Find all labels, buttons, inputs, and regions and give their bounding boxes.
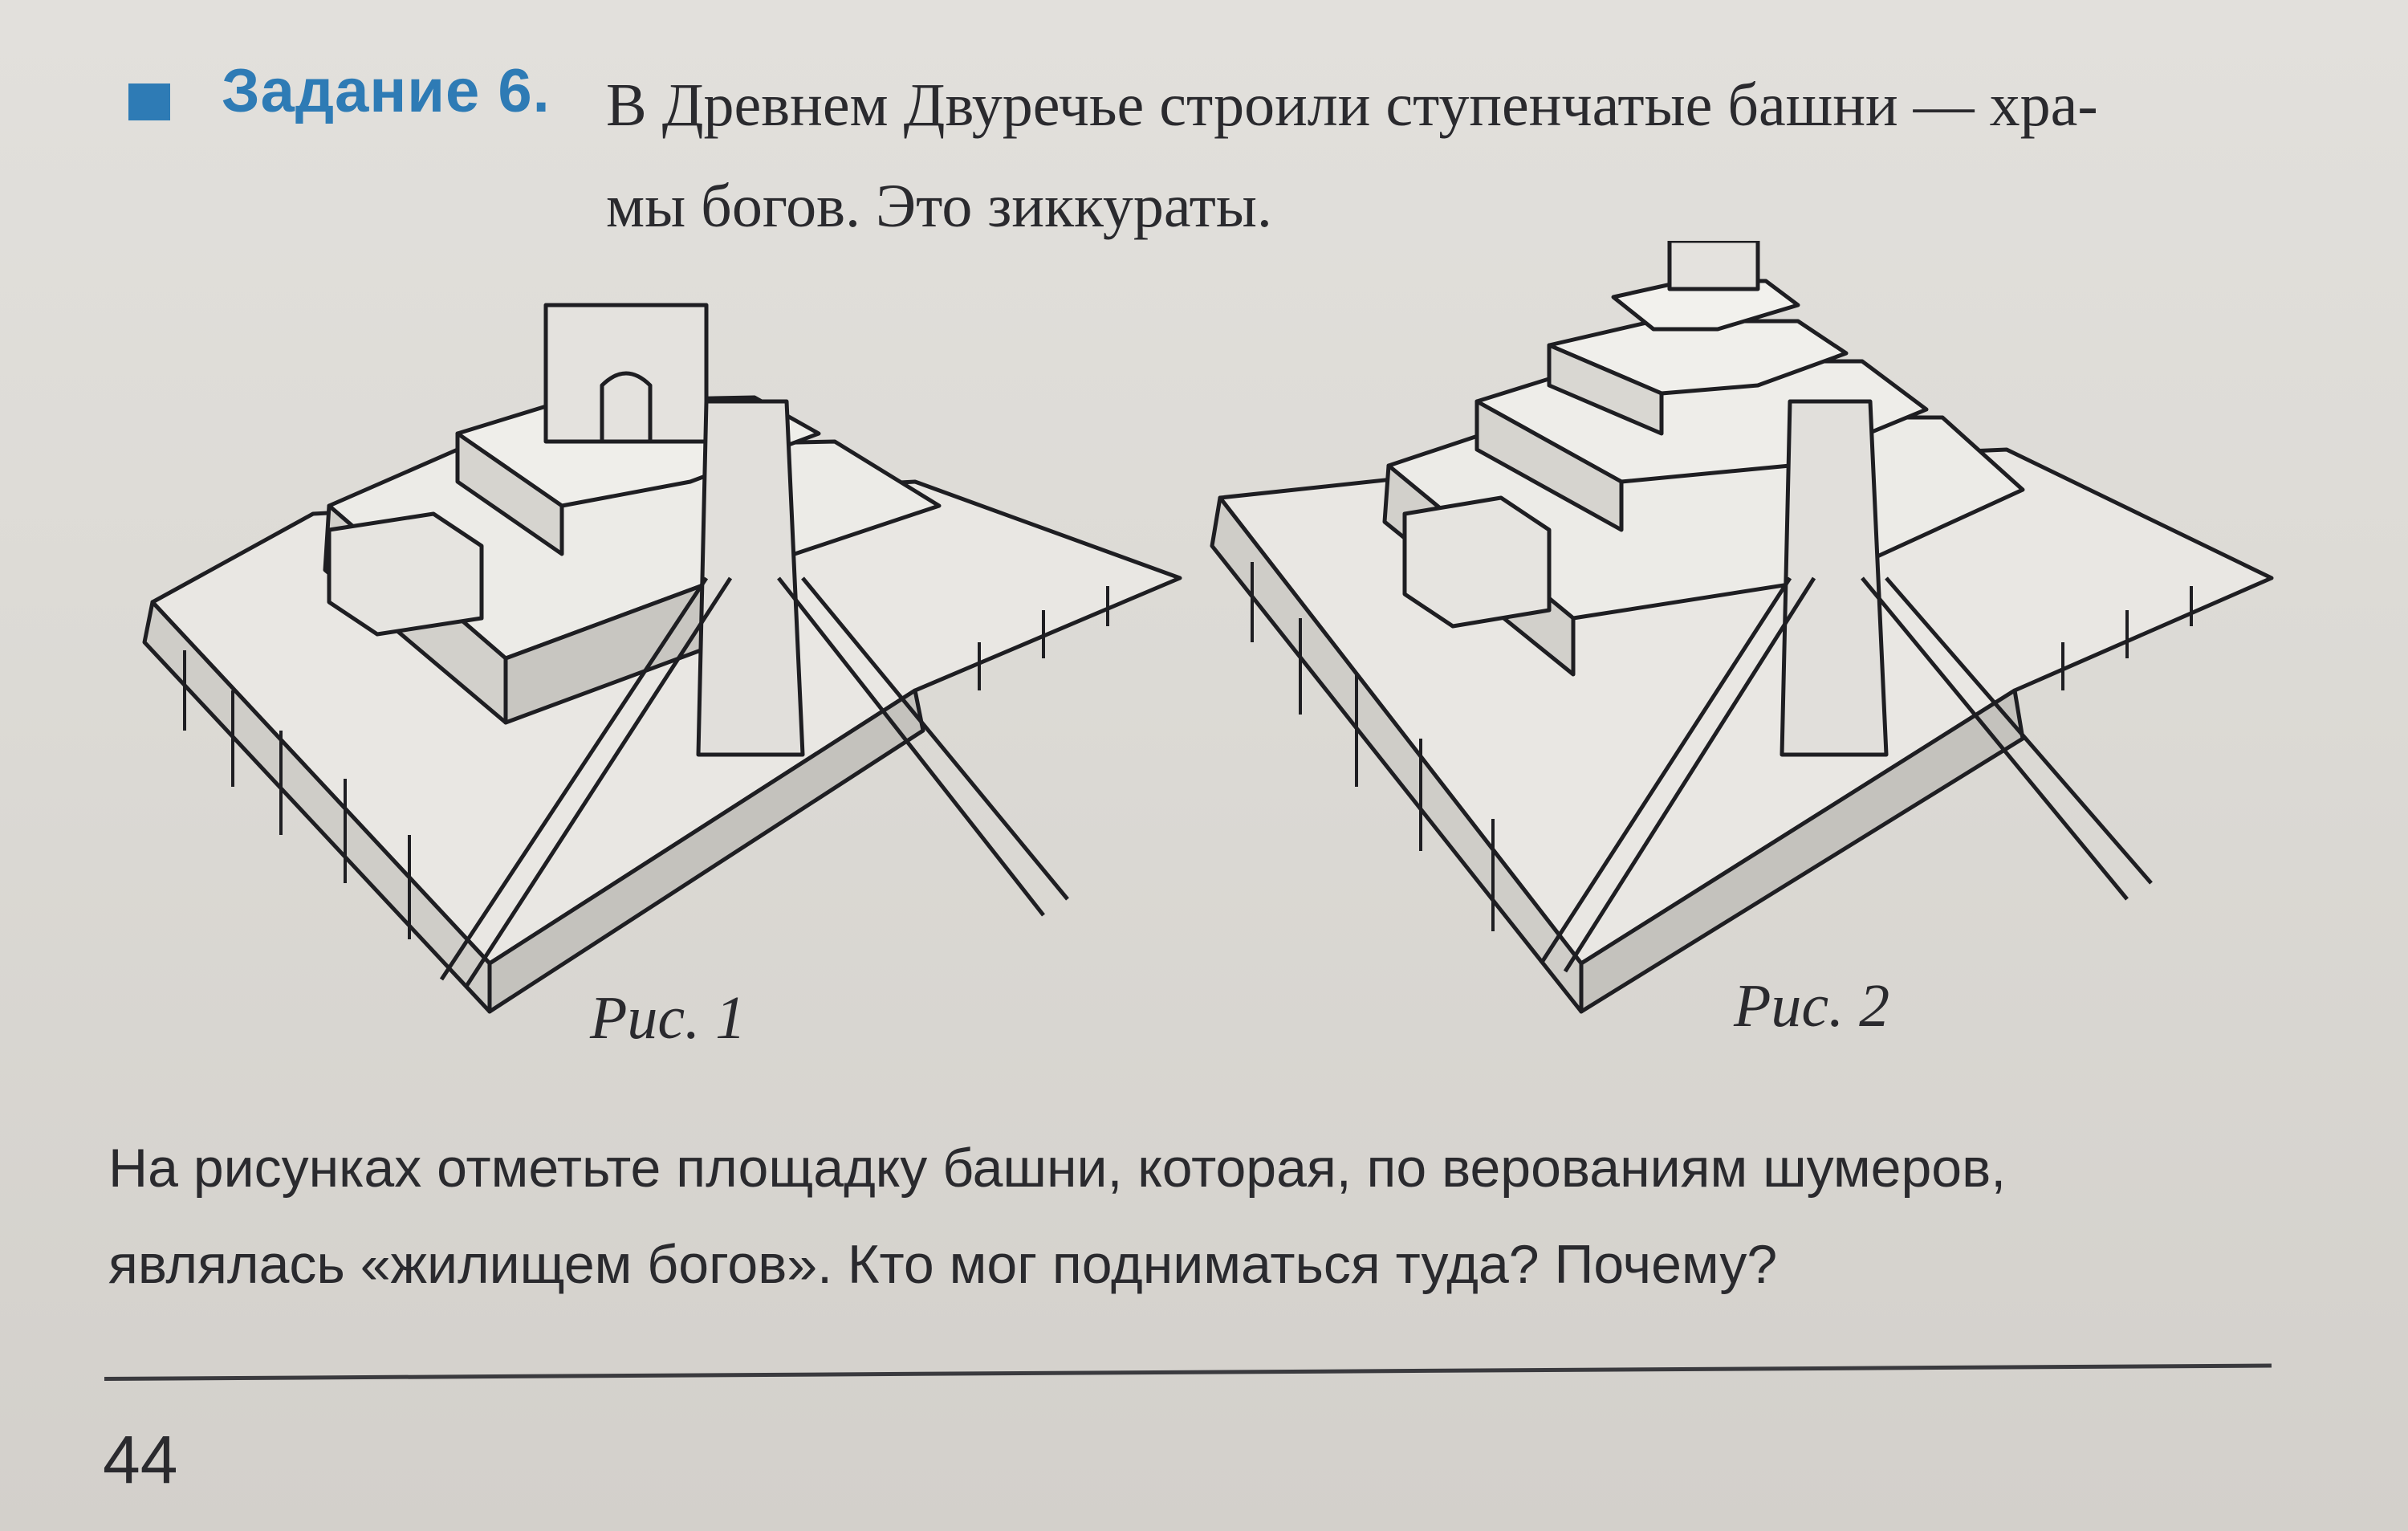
figure-2-caption: Рис. 2	[1734, 972, 1890, 1040]
task-marker-square	[128, 83, 170, 120]
question-line-2: являлась «жилищем богов». Кто мог подним…	[108, 1234, 1778, 1295]
ziggurat-figure-2[interactable]	[1204, 241, 2312, 1028]
figure-1-caption: Рис. 1	[590, 984, 746, 1052]
question-line-1: На рисунках отметьте площадку башни, кот…	[108, 1138, 2007, 1199]
intro-line-2: мы богов. Это зиккураты.	[606, 173, 1272, 240]
answer-line[interactable]	[104, 1363, 2272, 1381]
ziggurat-2-drawing	[1210, 241, 2274, 1014]
ziggurat-figure-1[interactable]	[112, 241, 1220, 1028]
page-number: 44	[103, 1422, 178, 1497]
ziggurat-1-drawing	[142, 303, 1182, 1014]
task-intro-text: В Древнем Двуречье строили ступенчатые б…	[606, 55, 2276, 257]
intro-line-1: В Древнем Двуречье строили ступенчатые б…	[606, 71, 2098, 139]
task-label: Задание 6.	[222, 57, 551, 125]
task-question: На рисунках отметьте площадку башни, кот…	[108, 1120, 2356, 1313]
